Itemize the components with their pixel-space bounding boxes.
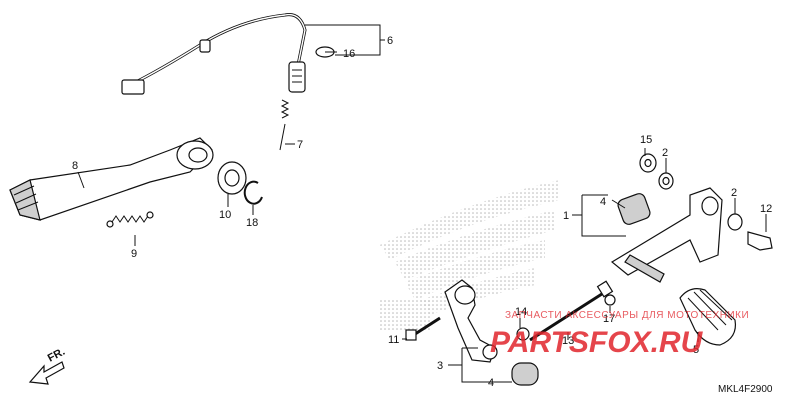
background-wing-logo	[380, 180, 560, 330]
callout-9: 9	[131, 248, 137, 260]
callout-11: 11	[388, 334, 399, 346]
callout-2-right: 2	[731, 187, 737, 199]
callout-18: 18	[246, 217, 258, 229]
washer-14	[516, 327, 530, 341]
callout-14: 14	[515, 306, 527, 318]
washer-2-top	[658, 172, 674, 190]
diagram-code: MKL4F2900	[718, 384, 773, 395]
step-holder-1	[610, 187, 723, 283]
callout-7: 7	[297, 139, 303, 151]
watermark-caption: ЗАПЧАСТИ АКСЕССУАРЫ ДЛЯ МОТОТЕХНИКИ	[505, 310, 749, 321]
shift-arm-3	[444, 279, 498, 363]
callout-5: 5	[693, 344, 699, 356]
washer-10	[217, 161, 247, 195]
callout-2-top: 2	[662, 147, 668, 159]
front-direction-arrow	[28, 361, 65, 385]
nut-17	[604, 294, 616, 306]
callout-17: 17	[603, 313, 615, 325]
footpeg-rubber-5	[679, 288, 737, 346]
watermark-site: PARTSFOX.RU	[490, 326, 704, 359]
spring-7	[279, 99, 290, 151]
callout-4-bottom: 4	[488, 377, 494, 389]
pin-12	[747, 231, 773, 251]
circlip-18	[243, 180, 263, 205]
brake-pedal-8	[9, 137, 214, 221]
callout-3: 3	[437, 360, 443, 372]
bolt-13	[529, 280, 614, 342]
callout-1: 1	[563, 210, 569, 222]
washer-2-right	[727, 213, 743, 231]
rubber-4-top	[617, 193, 651, 225]
callout-4-top: 4	[600, 196, 606, 208]
callout-16: 16	[343, 48, 355, 60]
rubber-4-bottom	[511, 362, 539, 386]
bolt-11	[405, 316, 441, 341]
callout-6: 6	[387, 35, 393, 47]
collar-15	[639, 153, 657, 173]
callout-10: 10	[219, 209, 231, 221]
spring-9	[106, 211, 154, 228]
callout-8: 8	[72, 160, 78, 172]
leader-lines	[77, 24, 767, 383]
callout-12: 12	[760, 203, 772, 215]
callout-15: 15	[640, 134, 652, 146]
callout-13: 13	[562, 335, 574, 347]
brake-switch-harness	[121, 13, 307, 95]
direction-label: FR.	[46, 346, 67, 365]
